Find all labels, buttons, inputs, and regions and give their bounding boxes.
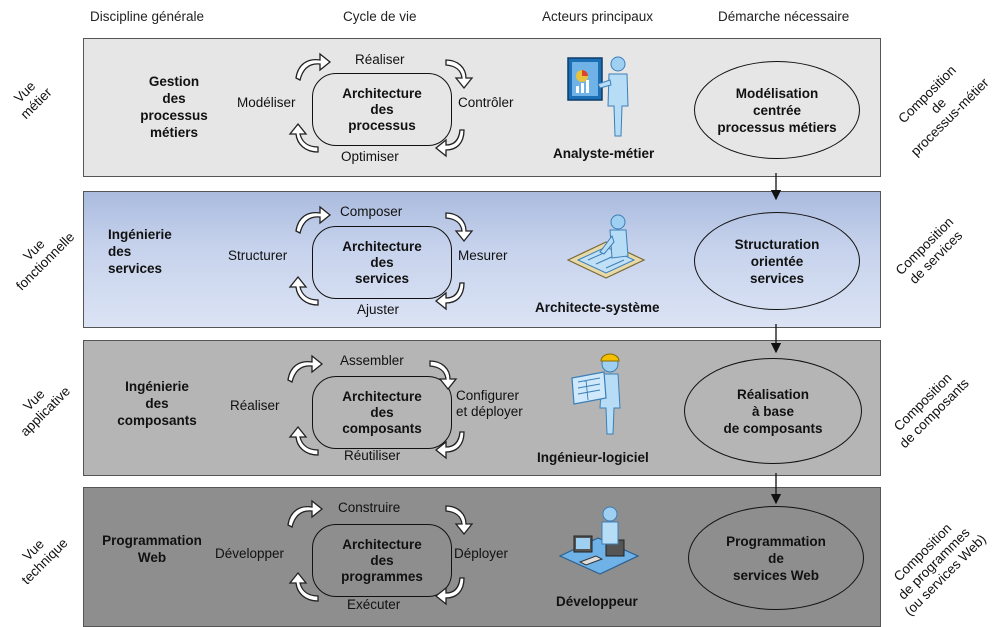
cycle-left-technique: Développer [215, 546, 285, 561]
curved-arrow-icon [434, 282, 465, 311]
actor-analyste: Analyste-métier [553, 146, 655, 161]
curved-arrow-icon [429, 360, 458, 391]
actor-developpeur: Développeur [556, 594, 638, 609]
cycle-top-applicative: Assembler [340, 353, 404, 368]
header-cycle: Cycle de vie [343, 9, 417, 24]
curved-arrow-icon [295, 205, 332, 234]
header-acteurs: Acteurs principaux [542, 9, 654, 24]
cycle-left-applicative: Réaliser [230, 398, 280, 413]
header-discipline: Discipline générale [90, 9, 205, 24]
curved-arrow-icon [287, 354, 324, 383]
cycle-top-technique: Construire [338, 500, 401, 515]
engineer-blueprint-icon [571, 353, 621, 435]
curved-arrow-icon [445, 505, 474, 536]
actor-architecte: Architecte-système [535, 300, 660, 315]
cycle-right-metier: Contrôler [458, 95, 514, 110]
curved-arrow-icon [295, 52, 332, 81]
cycle-bottom-technique: Exécuter [347, 597, 401, 612]
curved-arrow-icon [434, 431, 465, 460]
curved-arrow-icon [434, 129, 465, 158]
analyst-presenting-icon [567, 56, 629, 137]
cycle-bottom-applicative: Réutiliser [344, 448, 401, 463]
curved-arrow-icon [445, 212, 474, 243]
cycle-right-technique: Déployer [454, 546, 509, 561]
cycle-left-fonctionnelle: Structurer [228, 248, 288, 263]
cycle-bottom-fonctionnelle: Ajuster [357, 302, 400, 317]
curved-arrow-icon [288, 425, 319, 456]
cycle-top-fonctionnelle: Composer [340, 204, 403, 219]
cycle-top-metier: Réaliser [355, 52, 405, 67]
developer-workstation-icon [558, 506, 640, 575]
header-demarche: Démarche nécessaire [718, 9, 850, 24]
curved-arrow-icon [288, 275, 319, 306]
curved-arrow-icon [288, 571, 319, 602]
curved-arrow-icon [434, 577, 465, 606]
actor-ingenieur: Ingénieur-logiciel [537, 450, 649, 465]
curved-arrow-icon [288, 122, 319, 153]
cycle-right-fonctionnelle: Mesurer [458, 248, 508, 263]
cycle-left-metier: Modéliser [237, 95, 296, 110]
architect-drawing-table-icon [566, 214, 646, 279]
curved-arrow-icon [445, 59, 474, 90]
curved-arrow-icon [287, 499, 324, 528]
cycle-bottom-metier: Optimiser [341, 149, 399, 164]
